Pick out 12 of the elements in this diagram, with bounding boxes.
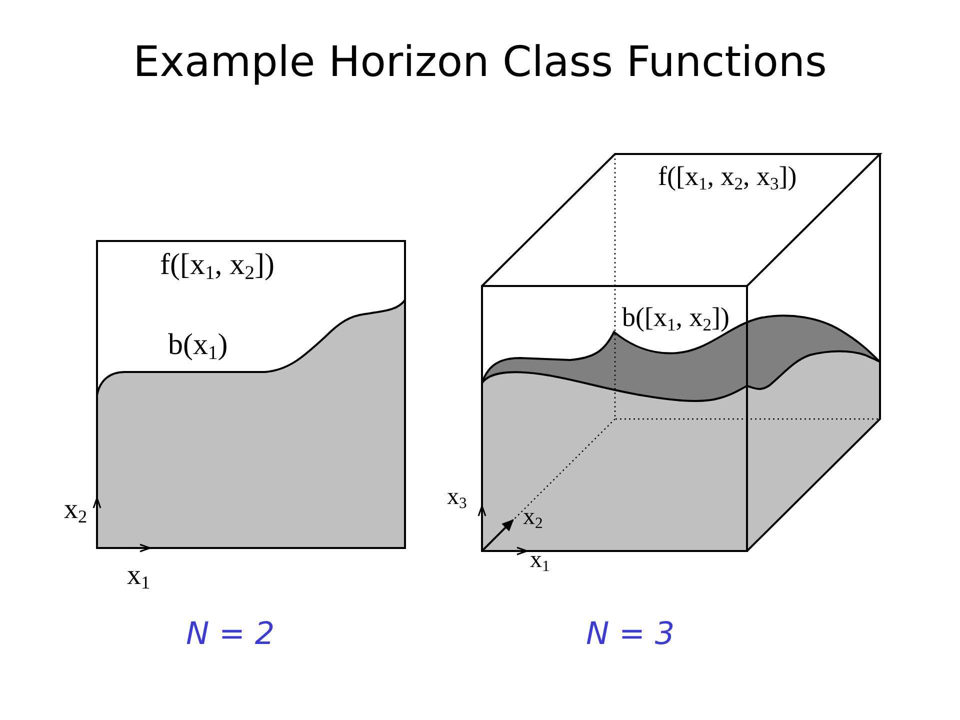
boundary-label: b([x$_{1}$, x$_{2}$]) (622, 301, 730, 336)
axis-label: x$_{1}$ (127, 558, 150, 594)
panel-caption: N = 3 (586, 616, 675, 654)
panel-caption: N = 2 (186, 616, 275, 654)
boundary-label: b(x$_{1}$) (168, 326, 228, 364)
axis-label: x$_{2}$ (523, 503, 543, 534)
axis-label: x$_{3}$ (447, 483, 467, 514)
axis-label: x$_{2}$ (64, 492, 88, 528)
slide-title: Example Horizon Class Functions (133, 36, 827, 88)
function-label: f([x$_{1}$, x$_{2}$, x$_{3}$]) (658, 160, 797, 195)
function-label: f([x$_{1}$, x$_{2}$]) (160, 246, 274, 284)
axis-label: x$_{1}$ (530, 546, 550, 577)
